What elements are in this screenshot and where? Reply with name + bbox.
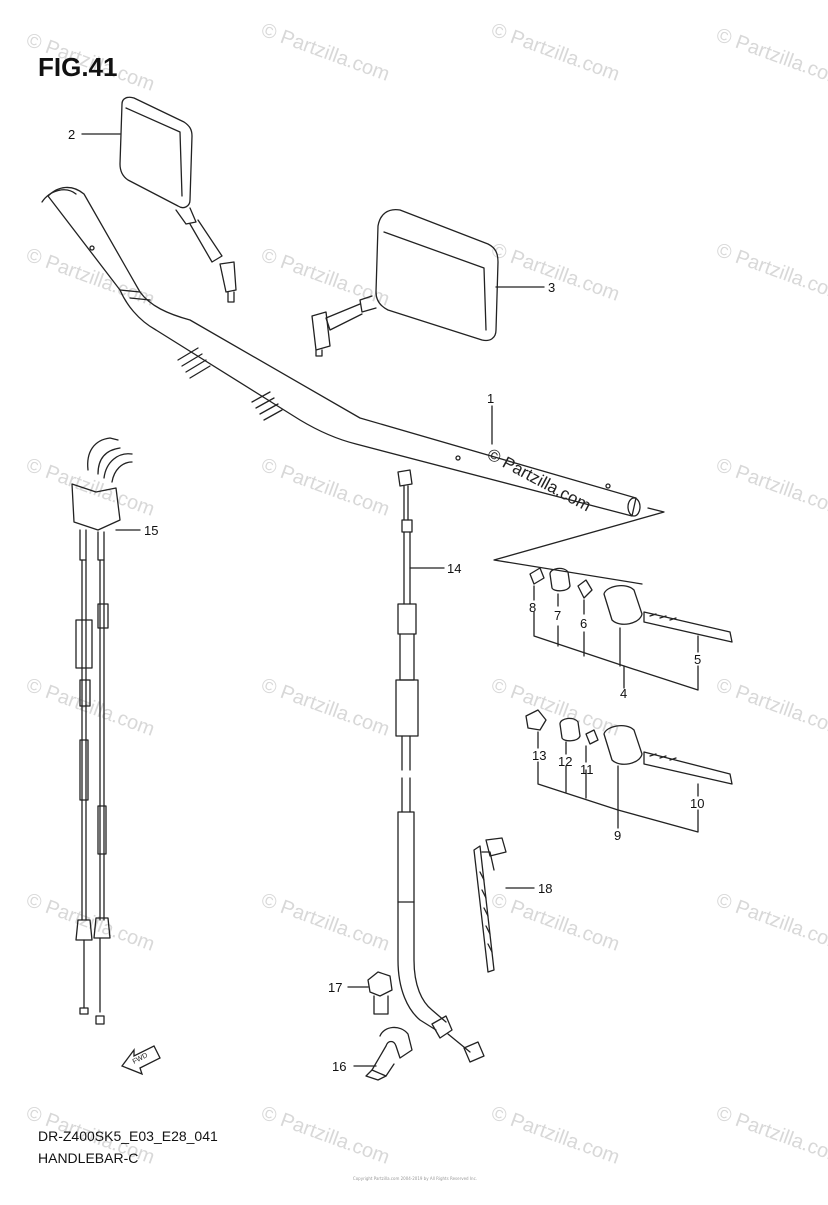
callout-11[interactable]: 11	[580, 762, 594, 777]
watermark: © Partzilla.com	[258, 454, 392, 521]
callout-5[interactable]: 5	[694, 652, 701, 667]
clutch-cable-part-14[interactable]	[395, 469, 485, 1063]
weight-part-4	[603, 584, 643, 625]
cable-tie-part-18[interactable]	[473, 837, 507, 973]
watermark: © Partzilla.com	[488, 674, 622, 741]
mirror-left-part-2[interactable]	[119, 96, 237, 303]
watermark: © Partzilla.com	[713, 454, 828, 521]
bolt-part-13	[525, 709, 547, 731]
bar-end-assembly-part-9[interactable]	[525, 709, 733, 833]
copyright-note: Copyright Partzilla.com 2004-2019 by All…	[352, 1176, 478, 1181]
bar-end-assembly-part-4[interactable]	[529, 567, 733, 691]
callout-4[interactable]: 4	[620, 686, 627, 701]
watermark: © Partzilla.com	[488, 1102, 622, 1169]
callout-7[interactable]: 7	[554, 608, 561, 623]
watermark: © Partzilla.com	[713, 239, 828, 306]
watermark: © Partzilla.com	[713, 1102, 828, 1169]
bolt-part-5	[643, 611, 733, 643]
watermark: © Partzilla.com	[713, 674, 828, 741]
mirror-right-part-3[interactable]	[311, 208, 499, 357]
watermark-layer: © Partzilla.com © Partzilla.com © Partzi…	[23, 19, 828, 1169]
callout-9[interactable]: 9	[614, 828, 621, 843]
bolt-part-10	[643, 751, 733, 785]
callout-18[interactable]: 18	[538, 881, 552, 896]
callout-6[interactable]: 6	[580, 616, 587, 631]
watermark: © Partzilla.com	[258, 1102, 392, 1169]
watermark: © Partzilla.com	[488, 239, 622, 306]
washer-part-11	[585, 729, 599, 745]
watermark: © Partzilla.com	[713, 24, 828, 91]
callout-3[interactable]: 3	[548, 280, 555, 295]
bolt-part-17[interactable]	[367, 971, 393, 1015]
callout-15[interactable]: 15	[144, 523, 158, 538]
leader-lines	[81, 133, 699, 1067]
clamp-part-16[interactable]	[365, 1026, 413, 1081]
section-leader-line	[493, 507, 665, 585]
throttle-cable-part-15[interactable]	[71, 437, 133, 1025]
callout-17[interactable]: 17	[328, 980, 342, 995]
center-watermark: © Partzilla.com	[484, 445, 594, 516]
watermark: © Partzilla.com	[713, 889, 828, 956]
watermark: © Partzilla.com	[258, 674, 392, 741]
callout-16[interactable]: 16	[332, 1059, 346, 1074]
watermark: © Partzilla.com	[488, 19, 622, 86]
watermark: © Partzilla.com	[258, 19, 392, 86]
watermark: © Partzilla.com	[258, 889, 392, 956]
fwd-arrow-icon: FWD	[120, 1045, 161, 1076]
watermark: © Partzilla.com	[488, 889, 622, 956]
callout-10[interactable]: 10	[690, 796, 704, 811]
nut-part-6	[577, 579, 593, 599]
watermark: © Partzilla.com	[23, 244, 157, 311]
washer-part-8	[529, 567, 545, 585]
spacer-part-12	[559, 717, 581, 742]
figure-subtitle: HANDLEBAR-C	[38, 1150, 139, 1166]
callout-13[interactable]: 13	[532, 748, 546, 763]
callout-1[interactable]: 1	[487, 391, 494, 406]
callout-2[interactable]: 2	[68, 127, 75, 142]
weight-part-9	[603, 724, 643, 765]
callout-8[interactable]: 8	[529, 600, 536, 615]
callout-12[interactable]: 12	[558, 754, 572, 769]
figure-title: FIG.41	[38, 52, 118, 82]
handlebar-part-1[interactable]	[41, 186, 641, 517]
watermark: © Partzilla.com	[23, 454, 157, 521]
model-code: DR-Z400SK5_E03_E28_041	[38, 1128, 218, 1144]
callout-14[interactable]: 14	[447, 561, 461, 576]
watermark: © Partzilla.com	[258, 244, 392, 311]
